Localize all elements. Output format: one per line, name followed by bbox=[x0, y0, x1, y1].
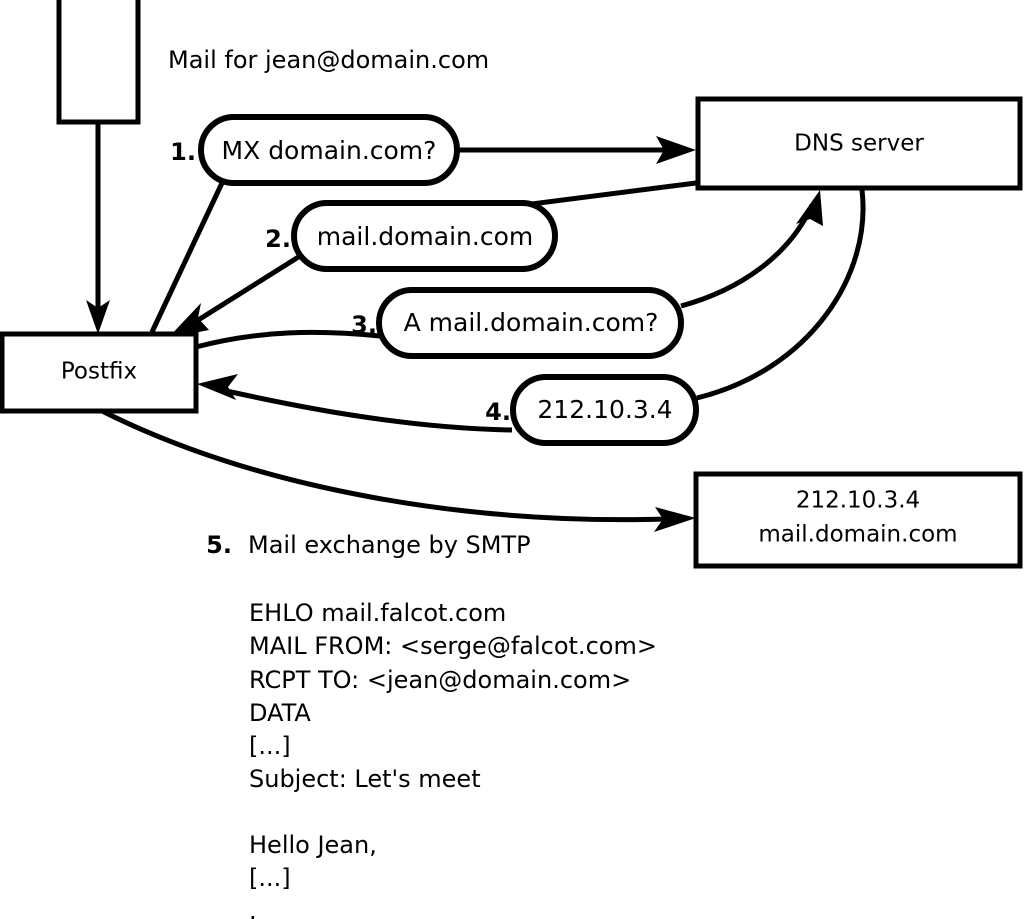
edge-bubble1-to-dns bbox=[458, 136, 696, 164]
edge-client-to-postfix bbox=[86, 122, 110, 334]
arrowhead-bubble1-dns bbox=[656, 136, 696, 164]
bubble-step-1-label: MX domain.com? bbox=[222, 136, 437, 165]
step-number-4: 4. bbox=[485, 398, 511, 426]
arrowhead-bubble2-postfix bbox=[168, 303, 209, 338]
step-number-3: 3. bbox=[351, 311, 377, 339]
smtp-line-terminator: . bbox=[249, 897, 257, 919]
bubble-step-2-label: mail.domain.com bbox=[317, 222, 533, 251]
smtp-line-subject: Subject: Let's meet bbox=[249, 765, 481, 793]
smtp-line-body-ellipsis: [...] bbox=[249, 732, 291, 760]
node-mail-server-ip: 212.10.3.4 bbox=[796, 488, 920, 514]
node-mail-server: 212.10.3.4 mail.domain.com bbox=[693, 471, 1023, 569]
arrowhead-bubble3-dns bbox=[796, 190, 823, 226]
edge-dns-to-bubble4 bbox=[696, 189, 866, 401]
edge-postfix-to-bubble1 bbox=[149, 181, 225, 334]
smtp-line-greeting: Hello Jean, bbox=[249, 831, 377, 859]
node-dns-server-label: DNS server bbox=[794, 131, 924, 157]
node-client-box bbox=[56, 0, 141, 125]
smtp-line-ehlo: EHLO mail.falcot.com bbox=[249, 599, 506, 627]
step-5-label: Mail exchange by SMTP bbox=[248, 531, 531, 559]
edge-postfix-to-bubble3 bbox=[195, 329, 381, 350]
node-dns-server: DNS server bbox=[695, 96, 1023, 191]
arrowhead-postfix-mailserver bbox=[654, 507, 696, 532]
bubble-step-2: mail.domain.com bbox=[291, 200, 558, 272]
bubble-step-4: 212.10.3.4 bbox=[510, 374, 699, 446]
bubble-step-3: A mail.domain.com? bbox=[376, 287, 684, 359]
step-number-1: 1. bbox=[170, 138, 196, 166]
node-postfix-label: Postfix bbox=[61, 359, 137, 385]
smtp-line-data: DATA bbox=[249, 699, 311, 727]
smtp-line-mail-from: MAIL FROM: <serge@falcot.com> bbox=[249, 632, 657, 660]
node-postfix: Postfix bbox=[0, 331, 199, 414]
edge-bubble2-to-postfix bbox=[168, 253, 302, 338]
edge-postfix-to-mailserver bbox=[100, 408, 696, 532]
bubble-step-4-label: 212.10.3.4 bbox=[537, 395, 672, 424]
smtp-line-message-ellipsis: [...] bbox=[249, 864, 291, 892]
arrowhead-client-postfix bbox=[86, 300, 110, 334]
caption-mail-for: Mail for jean@domain.com bbox=[168, 46, 489, 74]
smtp-line-rcpt-to: RCPT TO: <jean@domain.com> bbox=[249, 666, 631, 694]
step-number-2: 2. bbox=[265, 225, 291, 253]
bubble-step-1: MX domain.com? bbox=[198, 114, 460, 186]
step-number-5: 5. bbox=[206, 531, 232, 559]
edge-bubble4-to-postfix bbox=[197, 374, 513, 433]
node-mail-server-host: mail.domain.com bbox=[758, 522, 957, 548]
bubble-step-3-label: A mail.domain.com? bbox=[404, 308, 659, 337]
arrowhead-bubble4-postfix bbox=[197, 374, 238, 400]
edge-bubble3-to-dns bbox=[680, 190, 823, 309]
